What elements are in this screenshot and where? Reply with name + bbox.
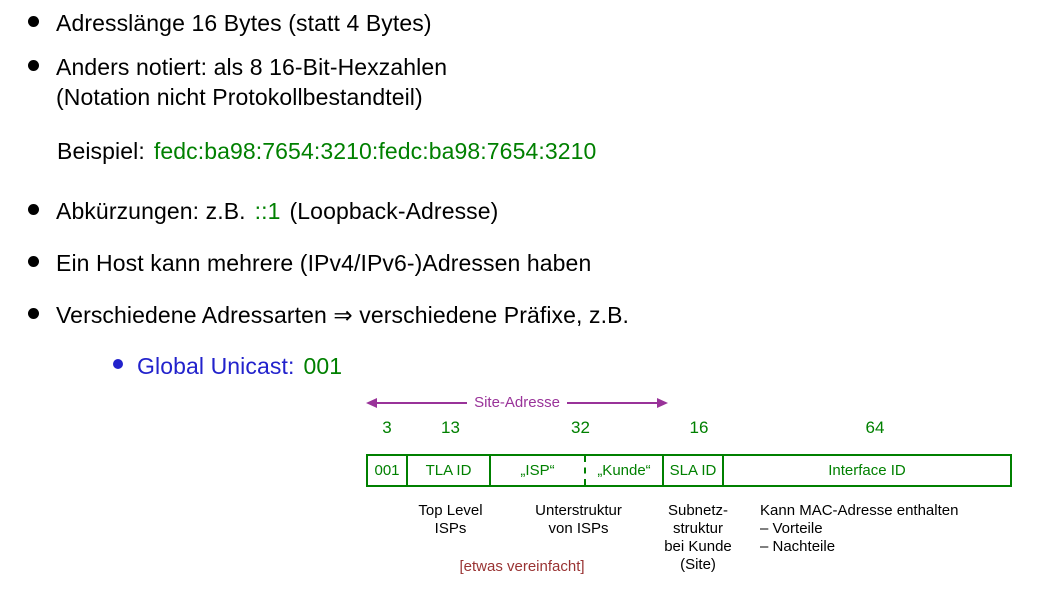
field-box-tla-id: TLA ID [406, 454, 491, 487]
field-box-sla-id: SLA ID [662, 454, 724, 487]
field-box-kunde: „Kunde“ [584, 456, 662, 485]
bullet-text: Global Unicast: 001 [137, 351, 342, 381]
site-address-label: Site-Adresse [474, 393, 560, 411]
caption-line: Kann MAC-Adresse enthalten [760, 502, 959, 519]
bullet-dot [28, 16, 39, 27]
field-box-isp-kunde: „ISP“ „Kunde“ [489, 454, 664, 487]
bullet-text: Adresslänge 16 Bytes (statt 4 Bytes) [56, 10, 432, 36]
bullet-text: Abkürzungen: z.B.::1 (Loopback-Adresse) [56, 196, 498, 226]
bullet-item-notation: Anders notiert: als 8 16-Bit-Hexzahlen (… [28, 52, 447, 113]
bullet-dot [28, 256, 39, 267]
bullet-text: Ein Host kann mehrere (IPv4/IPv6-)Adress… [56, 250, 592, 276]
field-box-prefix: 001 [366, 454, 408, 487]
caption-line: ISPs [434, 520, 467, 537]
bit-widths-row: 3 13 32 16 64 [366, 418, 1020, 438]
bullet-item-abkuerzungen: Abkürzungen: z.B.::1 (Loopback-Adresse) [28, 196, 498, 226]
bullet-item-adressarten: Verschiedene Adressarten ⇒ verschiedene … [28, 300, 629, 330]
address-format-diagram: Site-Adresse 3 13 32 16 64 001 TLA ID „I… [366, 394, 1036, 594]
bullet-item-adresslaenge: Adresslänge 16 Bytes (statt 4 Bytes) [28, 8, 432, 38]
bullet-line-2: (Notation nicht Protokollbestandteil) [56, 84, 423, 111]
example-text: Beispiel: fedc:ba98:7654:3210:fedc:ba98:7… [57, 136, 596, 166]
example-label: Beispiel: [57, 138, 145, 164]
field-box-isp: „ISP“ [520, 462, 555, 479]
caption-tla: Top Level ISPs [408, 502, 493, 538]
site-address-arrow: Site-Adresse [366, 393, 668, 411]
bullet-text: Verschiedene Adressarten ⇒ verschiedene … [56, 302, 630, 328]
global-unicast-prefix-value: 001 [303, 353, 343, 379]
bullet-dot-blue [113, 359, 123, 369]
caption-line: bei Kunde [664, 538, 732, 555]
field-boxes-row: 001 TLA ID „ISP“ „Kunde“ SLA ID Interfac… [366, 454, 1012, 487]
ipv6-address-value: fedc:ba98:7654:3210:fedc:ba98:7654:3210 [153, 138, 597, 164]
bit-width: 16 [689, 418, 709, 437]
caption-subnetz: Subnetz- struktur bei Kunde (Site) [648, 502, 748, 574]
caption-interface: Kann MAC-Adresse enthalten – Vorteile – … [760, 502, 958, 556]
bullet-text: Anders notiert: als 8 16-Bit-Hexzahlen (… [56, 52, 447, 113]
caption-line: (Site) [680, 556, 716, 573]
bullet-dot [28, 204, 39, 215]
sub-bullet-global-unicast: Global Unicast: 001 [113, 351, 342, 381]
caption-unterstruktur: Unterstruktur von ISPs [491, 502, 666, 538]
bullet-dot [28, 60, 39, 71]
caption-line: – Vorteile [760, 520, 823, 537]
caption-line: Top Level [418, 502, 483, 519]
bullet-line-1: Anders notiert: als 8 16-Bit-Hexzahlen [56, 54, 448, 80]
example-line: Beispiel: fedc:ba98:7654:3210:fedc:ba98:7… [57, 136, 596, 166]
bit-width: 64 [865, 418, 885, 437]
bit-width: 3 [382, 418, 392, 437]
caption-line: struktur [672, 520, 723, 537]
global-unicast-label: Global Unicast: [137, 353, 295, 379]
arrow-left-icon [366, 398, 377, 408]
loopback-address-value: ::1 [254, 198, 281, 224]
abbrev-prefix: Abkürzungen: z.B. [56, 198, 246, 224]
caption-line: Unterstruktur [535, 502, 622, 519]
arrow-line [377, 402, 468, 404]
arrow-line [566, 402, 657, 404]
bullet-dot [28, 308, 39, 319]
caption-line: – Nachteile [760, 538, 836, 555]
field-box-interface-id: Interface ID [722, 454, 1012, 487]
caption-line: von ISPs [548, 520, 609, 537]
abbrev-suffix: (Loopback-Adresse) [289, 198, 499, 224]
bit-width: 32 [571, 418, 590, 437]
bit-width: 13 [441, 418, 460, 437]
arrow-right-icon [657, 398, 668, 408]
caption-line: Subnetz- [667, 502, 729, 519]
bullet-item-host: Ein Host kann mehrere (IPv4/IPv6-)Adress… [28, 248, 591, 278]
simplified-note: [etwas vereinfacht] [459, 558, 585, 575]
